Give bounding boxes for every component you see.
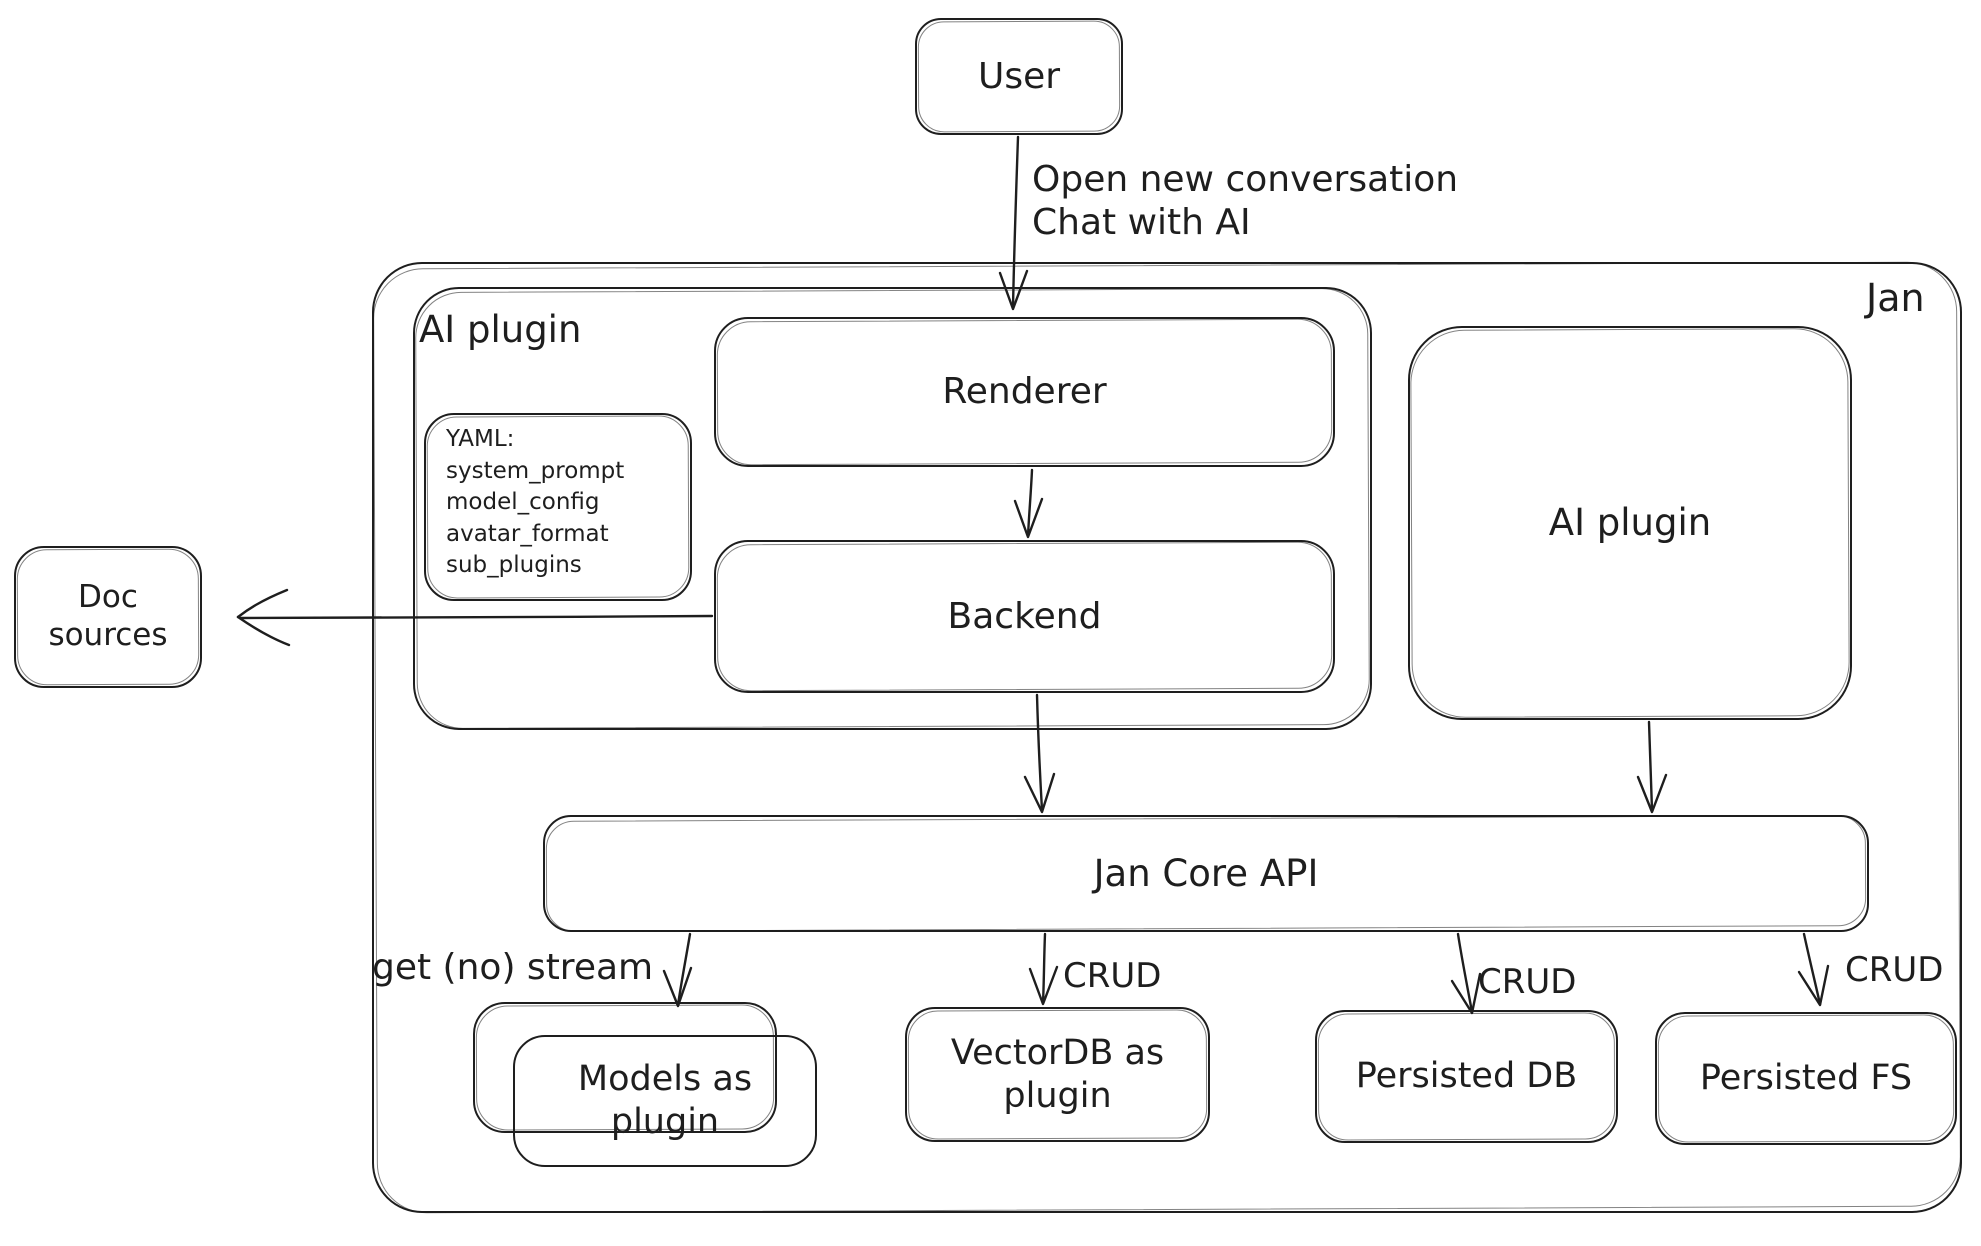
vectordb-as-plugin-node: VectorDB as plugin bbox=[905, 1007, 1210, 1142]
crud-label-persisted-db: CRUD bbox=[1478, 962, 1577, 1002]
user-node: User bbox=[915, 18, 1123, 135]
backend-node: Backend bbox=[714, 540, 1335, 693]
yaml-note: YAML: system_prompt model_config avatar_… bbox=[424, 413, 692, 601]
jan-core-api-node: Jan Core API bbox=[543, 815, 1869, 932]
user-arrow-label: Open new conversation Chat with AI bbox=[1032, 159, 1459, 244]
crud-label-persisted-fs: CRUD bbox=[1845, 950, 1944, 990]
ai-plugin-container-label: AI plugin bbox=[419, 308, 582, 351]
ai-plugin-right-node: AI plugin bbox=[1408, 326, 1852, 720]
persisted-fs-node: Persisted FS bbox=[1655, 1012, 1957, 1145]
get-no-stream-label: get (no) stream bbox=[372, 947, 654, 988]
doc-sources-node: Doc sources bbox=[14, 546, 202, 688]
jan-container-label: Jan bbox=[1866, 276, 1925, 320]
ai-plugin-container bbox=[413, 287, 1372, 730]
jan-container bbox=[372, 262, 1962, 1213]
crud-label-vectordb: CRUD bbox=[1063, 956, 1162, 996]
models-as-plugin-node: Models as plugin bbox=[513, 1035, 817, 1167]
renderer-node: Renderer bbox=[714, 317, 1335, 467]
models-back-box bbox=[473, 1002, 777, 1133]
persisted-db-node: Persisted DB bbox=[1315, 1010, 1618, 1143]
